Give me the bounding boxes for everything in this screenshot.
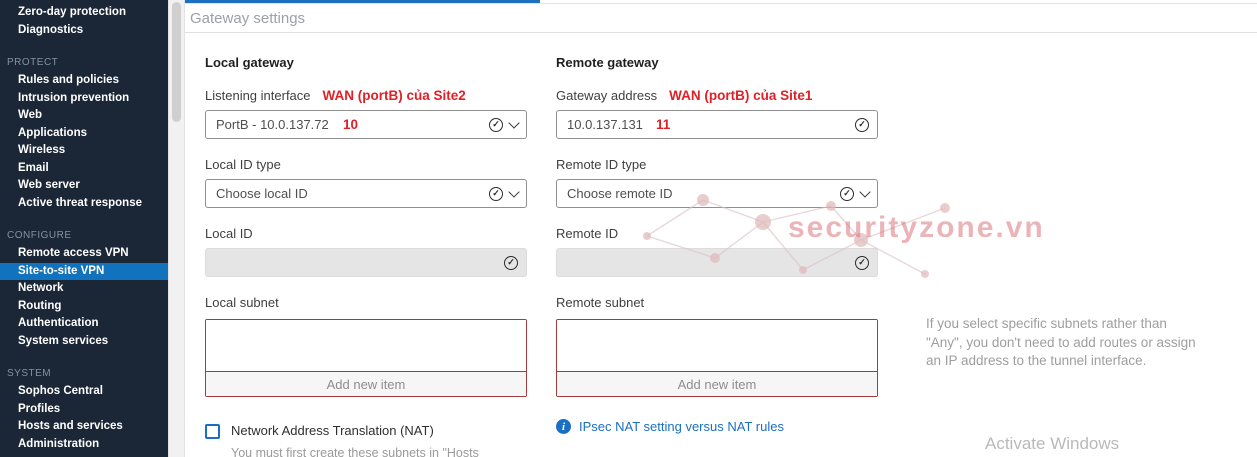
local-gateway-heading: Local gateway bbox=[205, 55, 294, 70]
nat-subtext: You must first create these subnets in "… bbox=[231, 446, 479, 457]
sidebar-item-administration[interactable]: Administration bbox=[18, 437, 100, 450]
valid-check-icon bbox=[855, 117, 869, 132]
sidebar-item-system-services[interactable]: System services bbox=[18, 334, 109, 347]
chevron-down-icon bbox=[508, 116, 520, 129]
tab-bar bbox=[185, 0, 1257, 4]
listening-interface-value: PortB - 10.0.137.72 bbox=[216, 117, 329, 132]
sidebar-item-web-server[interactable]: Web server bbox=[18, 179, 80, 191]
sidebar-item-email[interactable]: Email bbox=[18, 161, 49, 174]
remote-id-type-select[interactable]: Choose remote ID bbox=[556, 179, 878, 208]
gateway-settings-panel: Local gateway Listening interface WAN (p… bbox=[185, 32, 1257, 457]
sidebar-item-active-threat-response[interactable]: Active threat response bbox=[18, 196, 142, 209]
sidebar-item-sophos-central[interactable]: Sophos Central bbox=[18, 385, 103, 397]
valid-check-icon bbox=[504, 255, 518, 270]
local-id-type-label: Local ID type bbox=[205, 157, 281, 172]
remote-id-type-label: Remote ID type bbox=[556, 157, 647, 172]
sidebar-section-configure: CONFIGURE bbox=[7, 230, 72, 241]
sidebar-item-rules-and-policies[interactable]: Rules and policies bbox=[18, 74, 119, 86]
sidebar-section-protect: PROTECT bbox=[7, 57, 59, 68]
ipsec-nat-link[interactable]: IPsec NAT setting versus NAT rules bbox=[579, 419, 784, 434]
sidebar-item-profiles[interactable]: Profiles bbox=[18, 402, 61, 415]
page-title: Gateway settings bbox=[190, 10, 306, 27]
local-subnet-label: Local subnet bbox=[205, 295, 279, 310]
local-add-new-item-button[interactable]: Add new item bbox=[206, 371, 526, 396]
annotation-wan-site1: WAN (portB) của Site1 bbox=[669, 88, 813, 103]
remote-subnet-box: Add new item bbox=[556, 319, 878, 397]
sidebar-item-hosts-and-services[interactable]: Hosts and services bbox=[18, 420, 123, 432]
active-tab-indicator bbox=[185, 0, 540, 3]
annotation-number-10: 10 bbox=[343, 117, 359, 132]
sidebar: Zero-day protection Diagnostics PROTECT … bbox=[0, 0, 168, 457]
remote-id-type-value: Choose remote ID bbox=[567, 186, 673, 201]
sidebar-item-wireless[interactable]: Wireless bbox=[18, 144, 66, 156]
ipsec-nat-link-row: IPsec NAT setting versus NAT rules bbox=[556, 419, 878, 434]
local-subnet-box: Add new item bbox=[205, 319, 527, 397]
nat-option-row: Network Address Translation (NAT) You mu… bbox=[205, 423, 527, 457]
main-content: Gateway settings Local gateway Listening… bbox=[185, 0, 1257, 457]
local-gateway-column: Local gateway Listening interface WAN (p… bbox=[205, 55, 527, 457]
sidebar-item-zero-day-protection[interactable]: Zero-day protection bbox=[18, 6, 126, 18]
sidebar-scrollbar[interactable] bbox=[168, 0, 185, 457]
annotation-number-11: 11 bbox=[656, 117, 671, 132]
sidebar-section-system: SYSTEM bbox=[7, 368, 52, 379]
local-id-type-select[interactable]: Choose local ID bbox=[205, 179, 527, 208]
listening-interface-select[interactable]: PortB - 10.0.137.72 10 bbox=[205, 110, 527, 139]
subnet-hint-text: If you select specific subnets rather th… bbox=[926, 316, 1196, 369]
valid-check-icon bbox=[840, 186, 854, 201]
chevron-down-icon bbox=[508, 185, 520, 198]
local-id-type-value: Choose local ID bbox=[216, 186, 308, 201]
local-id-label: Local ID bbox=[205, 226, 253, 241]
nat-label: Network Address Translation (NAT) bbox=[231, 423, 434, 438]
valid-check-icon bbox=[489, 117, 503, 132]
valid-check-icon bbox=[489, 186, 503, 201]
remote-id-input bbox=[556, 248, 878, 277]
annotation-wan-site2: WAN (portB) của Site2 bbox=[322, 88, 466, 103]
gateway-address-value: 10.0.137.131 bbox=[567, 117, 643, 132]
sidebar-item-diagnostics[interactable]: Diagnostics bbox=[18, 23, 84, 36]
local-subnet-list[interactable] bbox=[206, 320, 526, 371]
sidebar-item-site-to-site-vpn[interactable]: Site-to-site VPN bbox=[0, 262, 168, 280]
sidebar-item-web[interactable]: Web bbox=[18, 109, 43, 121]
chevron-down-icon bbox=[859, 185, 871, 198]
info-icon bbox=[556, 419, 571, 434]
sidebar-item-applications[interactable]: Applications bbox=[18, 126, 88, 139]
remote-gateway-heading: Remote gateway bbox=[556, 55, 659, 70]
nat-checkbox[interactable] bbox=[205, 424, 220, 439]
sidebar-item-network[interactable]: Network bbox=[18, 282, 64, 294]
sidebar-item-remote-access-vpn[interactable]: Remote access VPN bbox=[18, 247, 129, 259]
remote-subnet-list[interactable] bbox=[557, 320, 877, 371]
sidebar-item-intrusion-prevention[interactable]: Intrusion prevention bbox=[18, 91, 130, 104]
remote-add-new-item-button[interactable]: Add new item bbox=[557, 371, 877, 396]
valid-check-icon bbox=[855, 255, 869, 270]
listening-interface-label: Listening interface bbox=[205, 88, 311, 103]
sidebar-item-routing[interactable]: Routing bbox=[18, 299, 62, 312]
local-id-input bbox=[205, 248, 527, 277]
remote-id-label: Remote ID bbox=[556, 226, 619, 241]
remote-subnet-label: Remote subnet bbox=[556, 295, 645, 310]
gateway-address-label: Gateway address bbox=[556, 88, 658, 103]
remote-gateway-column: Remote gateway Gateway address WAN (port… bbox=[556, 55, 878, 434]
sidebar-item-authentication[interactable]: Authentication bbox=[18, 317, 99, 329]
scrollbar-thumb[interactable] bbox=[172, 2, 181, 122]
gateway-address-input[interactable]: 10.0.137.131 11 bbox=[556, 110, 878, 139]
